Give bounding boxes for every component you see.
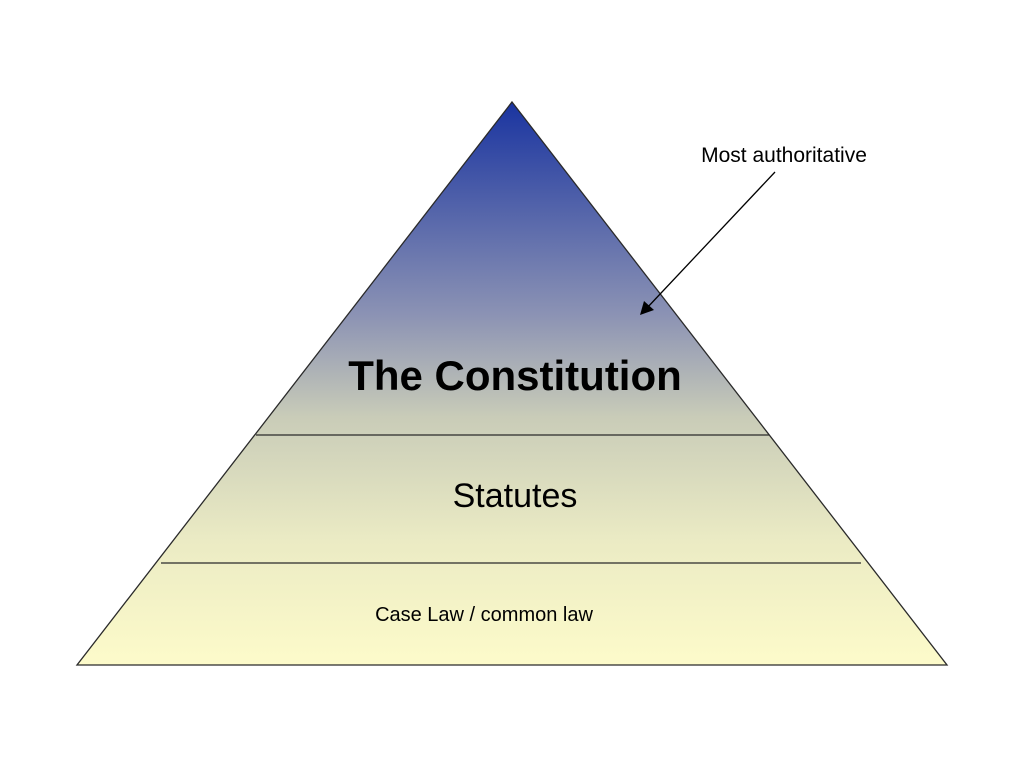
tier-case-law-label: Case Law / common law <box>375 604 593 626</box>
tier-constitution-label: The Constitution <box>348 352 682 399</box>
pyramid-shape <box>75 100 949 666</box>
annotation-arrow-line <box>645 171 776 310</box>
annotation-label: Most authoritative <box>701 144 867 167</box>
annotation-arrowhead-icon <box>640 301 654 315</box>
tier-statutes-label: Statutes <box>453 477 578 515</box>
